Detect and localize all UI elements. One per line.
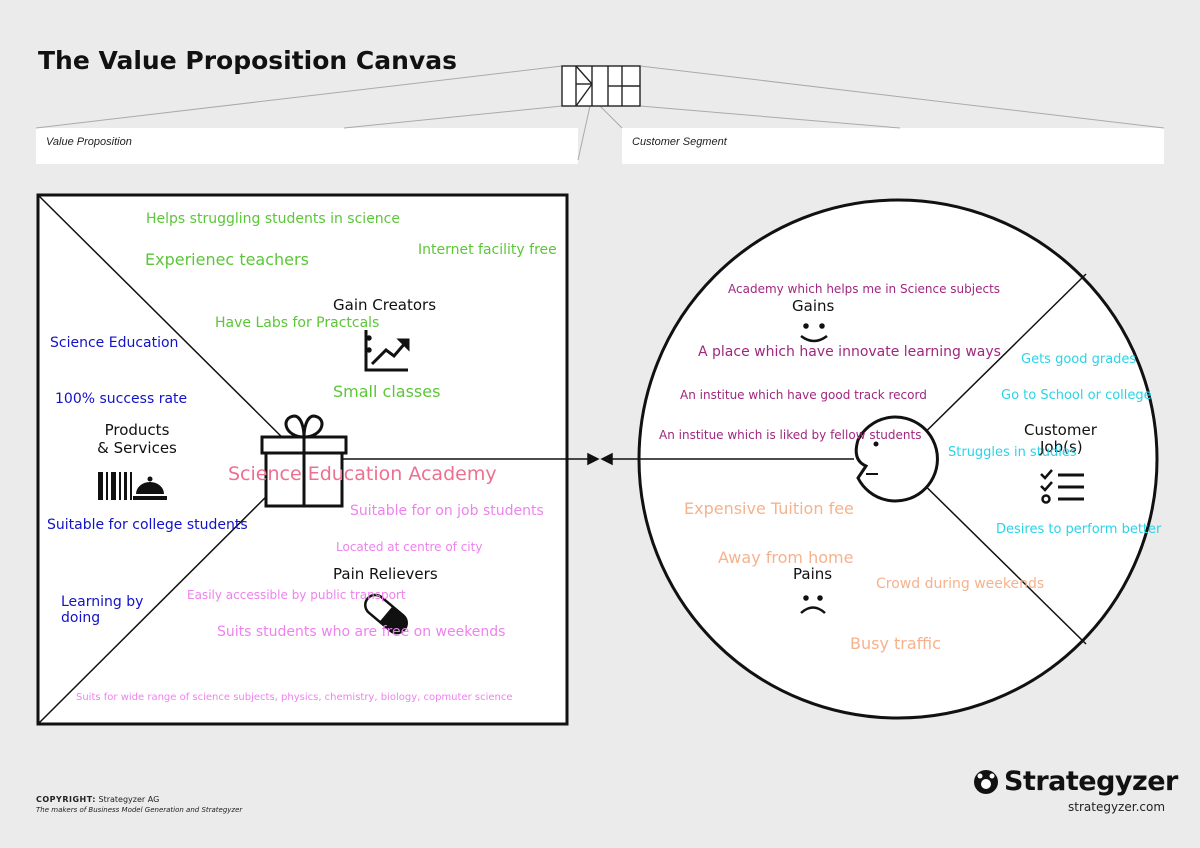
pain-item: Busy traffic bbox=[850, 634, 941, 653]
pain-item: Away from home bbox=[718, 548, 854, 567]
pain-reliever-item: Easily accessible by public transport bbox=[187, 588, 406, 602]
gain-creator-item: Helps struggling students in science bbox=[146, 211, 400, 227]
pain-item: Crowd during weekends bbox=[876, 576, 1045, 592]
gain-creator-item: Internet facility free bbox=[418, 242, 557, 258]
pill-icon bbox=[364, 593, 408, 635]
customer-face-icon bbox=[854, 415, 939, 503]
customer-jobs-label-line1: Customer bbox=[1024, 421, 1097, 439]
smile-icon bbox=[800, 323, 828, 343]
brand-name: Strategyzer bbox=[1004, 766, 1178, 797]
value-proposition-header: Value Proposition bbox=[36, 128, 578, 164]
customer-job-item: Struggles in studies bbox=[948, 445, 1077, 460]
barcode-icon bbox=[98, 472, 132, 500]
copyright: COPYRIGHT: Strategyzer AG bbox=[36, 795, 159, 804]
gain-item: An institue which is liked by fellow stu… bbox=[659, 428, 922, 442]
product-service-item: doing bbox=[61, 610, 101, 626]
header-connector-lines bbox=[35, 65, 1165, 161]
pain-item: Expensive Tuition fee bbox=[684, 499, 854, 518]
product-service-item: Learning by bbox=[61, 594, 144, 610]
pain-reliever-item: Suits students who are free on weekends bbox=[217, 624, 506, 640]
tagline: The makers of Business Model Generation … bbox=[36, 806, 243, 814]
value-proposition-label: Value Proposition bbox=[46, 136, 132, 148]
gain-creator-item: Have Labs for Practcals bbox=[215, 315, 380, 331]
pain-reliever-item: Suitable for on job students bbox=[350, 503, 544, 519]
value-proposition-center-title: Science Education Academy bbox=[228, 463, 497, 485]
gains-label: Gains bbox=[792, 297, 835, 315]
pain-reliever-item: Located at centre of city bbox=[336, 540, 483, 554]
product-service-item: 100% success rate bbox=[55, 391, 188, 407]
cloche-icon bbox=[133, 476, 167, 500]
products-services-label-line1: Products bbox=[104, 421, 170, 439]
gain-creator-item: Experienec teachers bbox=[145, 250, 309, 269]
gain-item: An institue which have good track record bbox=[680, 388, 927, 402]
gain-creator-item: Small classes bbox=[333, 382, 441, 401]
brand-url-link[interactable]: strategyzer.com bbox=[1068, 800, 1166, 814]
fit-arrows bbox=[304, 452, 854, 466]
customer-job-item: Gets good grades bbox=[1021, 352, 1137, 367]
copyright-holder: Strategyzer AG bbox=[98, 795, 160, 804]
products-services-label-line2: & Services bbox=[97, 439, 177, 457]
gift-icon bbox=[260, 414, 348, 508]
pain-reliever-item: Suits for wide range of science subjects… bbox=[76, 692, 513, 703]
chart-up-icon bbox=[364, 330, 410, 372]
frown-icon bbox=[800, 595, 826, 614]
strategyzer-logo-icon bbox=[974, 770, 998, 794]
pains-label: Pains bbox=[793, 565, 833, 583]
page-title: The Value Proposition Canvas bbox=[38, 46, 457, 75]
customer-jobs-label-line2: Job(s) bbox=[1040, 438, 1083, 456]
customer-segment-header: Customer Segment bbox=[622, 128, 1164, 164]
customer-job-item: Go to School or college bbox=[1001, 388, 1152, 403]
customer-job-item: Desires to perform better bbox=[996, 522, 1162, 537]
product-service-item: Suitable for college students bbox=[47, 517, 248, 533]
gain-creators-label: Gain Creators bbox=[333, 296, 437, 314]
product-service-item: Science Education bbox=[50, 335, 179, 351]
customer-segment-label: Customer Segment bbox=[632, 136, 727, 148]
checklist-icon bbox=[1040, 469, 1084, 504]
gain-item: A place which have innovate learning way… bbox=[698, 344, 1001, 360]
copyright-label: COPYRIGHT: bbox=[36, 795, 96, 804]
pain-relievers-label: Pain Relievers bbox=[333, 565, 438, 583]
gain-item: Academy which helps me in Science subjec… bbox=[728, 282, 1001, 296]
canvas-thumbnail-icon bbox=[561, 65, 641, 107]
